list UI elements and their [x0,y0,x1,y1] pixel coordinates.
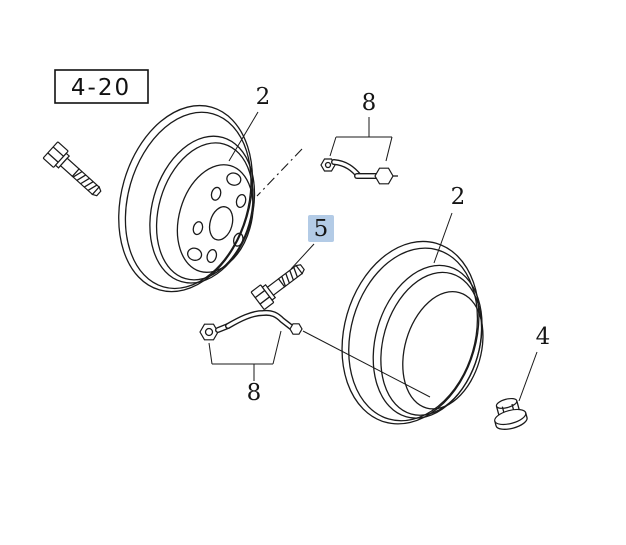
lug-hole [235,193,247,208]
part-label-nut[interactable]: 4 [536,324,551,350]
valve-hex-nut [199,323,219,341]
part-label-wheel-left[interactable]: 2 [256,84,271,110]
valve-cap [289,323,303,335]
part-label-valve-top[interactable]: 8 [362,90,377,116]
leader-line-valve-to-wheel [302,330,431,398]
valve-hex-nut [374,167,394,185]
valve-bottom-illustration [199,309,303,381]
part-label-stud-selected[interactable]: 5 [308,215,334,242]
stud-illustration [250,264,305,310]
hub-hole [208,206,234,241]
hand-hole [226,172,242,186]
nut-illustration [494,397,528,430]
valve-top-illustration [320,117,398,185]
lug-hole [192,221,204,236]
reference-bolt-illustration [42,141,102,197]
selection-highlight [308,215,334,242]
lug-hole [210,186,222,201]
centerline [256,148,303,197]
leader-line-stud [290,243,315,270]
lug-hole [206,249,218,264]
wheel-left-illustration [118,104,256,293]
leader-line-nut [518,351,538,402]
wheel-right-illustration [341,240,484,425]
section-reference-box[interactable] [54,69,149,104]
part-label-wheel-right[interactable]: 2 [451,184,466,210]
part-label-valve-bottom[interactable]: 8 [247,380,262,406]
part-label-stud[interactable]: 5 [314,216,329,242]
hand-hole [187,247,203,261]
lug-hole [232,232,244,247]
leader-line-wheel-left [228,111,259,162]
leader-line-wheel-right [433,212,453,264]
section-reference-label[interactable]: 4-20 [71,75,131,101]
section-reference-link[interactable]: 4-20 [54,69,149,104]
